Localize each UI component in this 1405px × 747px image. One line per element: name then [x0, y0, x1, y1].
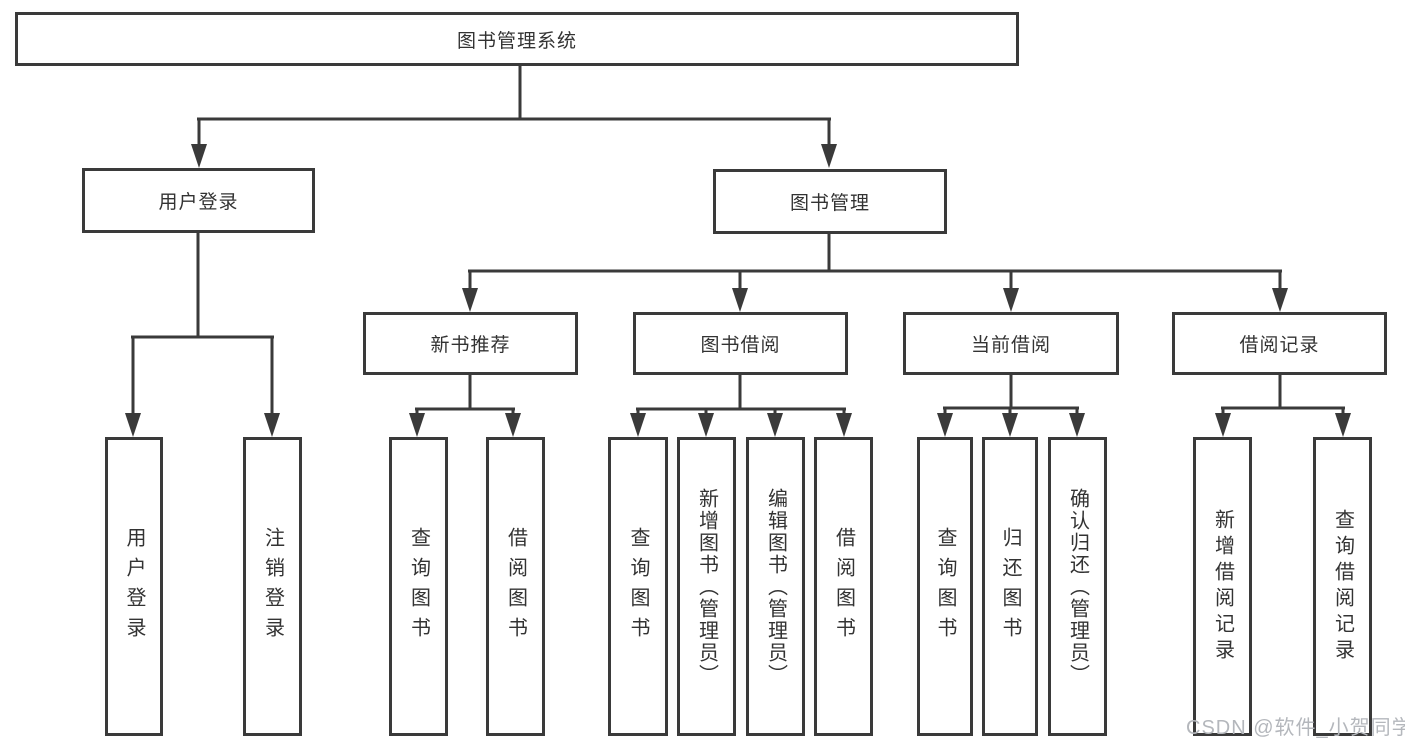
- leaf-user-login: 用户登录: [105, 437, 163, 736]
- leaf-return-book: 归还图书: [982, 437, 1038, 736]
- leaf-query-borrow-record: 查询借阅记录: [1313, 437, 1372, 736]
- node-borrow-records: 借阅记录: [1172, 312, 1387, 375]
- watermark: CSDN @软件_小贺同学: [1186, 717, 1405, 739]
- node-current-borrow: 当前借阅: [903, 312, 1119, 375]
- leaf-logout: 注销登录: [243, 437, 302, 736]
- leaf-borrow-books-2: 借阅图书: [814, 437, 873, 736]
- node-new-book-recommend: 新书推荐: [363, 312, 578, 375]
- leaf-add-borrow-record: 新增借阅记录: [1193, 437, 1252, 736]
- leaf-query-books-1: 查询图书: [389, 437, 448, 736]
- leaf-confirm-return-admin: 确认归还（管理员）: [1048, 437, 1107, 736]
- leaf-add-book-admin: 新增图书（管理员）: [677, 437, 736, 736]
- node-book-borrow: 图书借阅: [633, 312, 848, 375]
- leaf-borrow-books-1: 借阅图书: [486, 437, 545, 736]
- node-root: 图书管理系统: [15, 12, 1019, 66]
- leaf-query-books-2: 查询图书: [608, 437, 668, 736]
- leaf-edit-book-admin: 编辑图书（管理员）: [746, 437, 805, 736]
- node-book-management: 图书管理: [713, 169, 947, 234]
- leaf-query-books-3: 查询图书: [917, 437, 973, 736]
- node-user-login: 用户登录: [82, 168, 315, 233]
